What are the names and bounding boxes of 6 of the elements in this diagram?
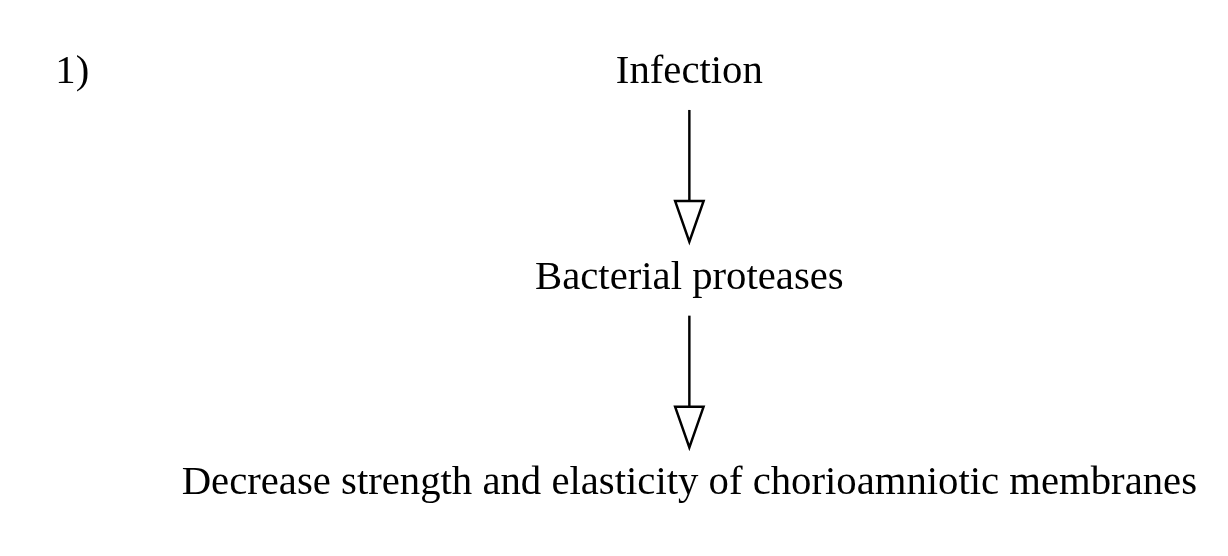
node-text: Bacterial proteases <box>535 252 844 298</box>
node-text: Decrease strength and elasticity of chorioamniotic membranes <box>181 457 1198 503</box>
node-text: Infection <box>615 46 763 92</box>
label: 1) <box>55 46 90 92</box>
arrow <box>673 109 706 245</box>
arrow <box>673 315 706 451</box>
